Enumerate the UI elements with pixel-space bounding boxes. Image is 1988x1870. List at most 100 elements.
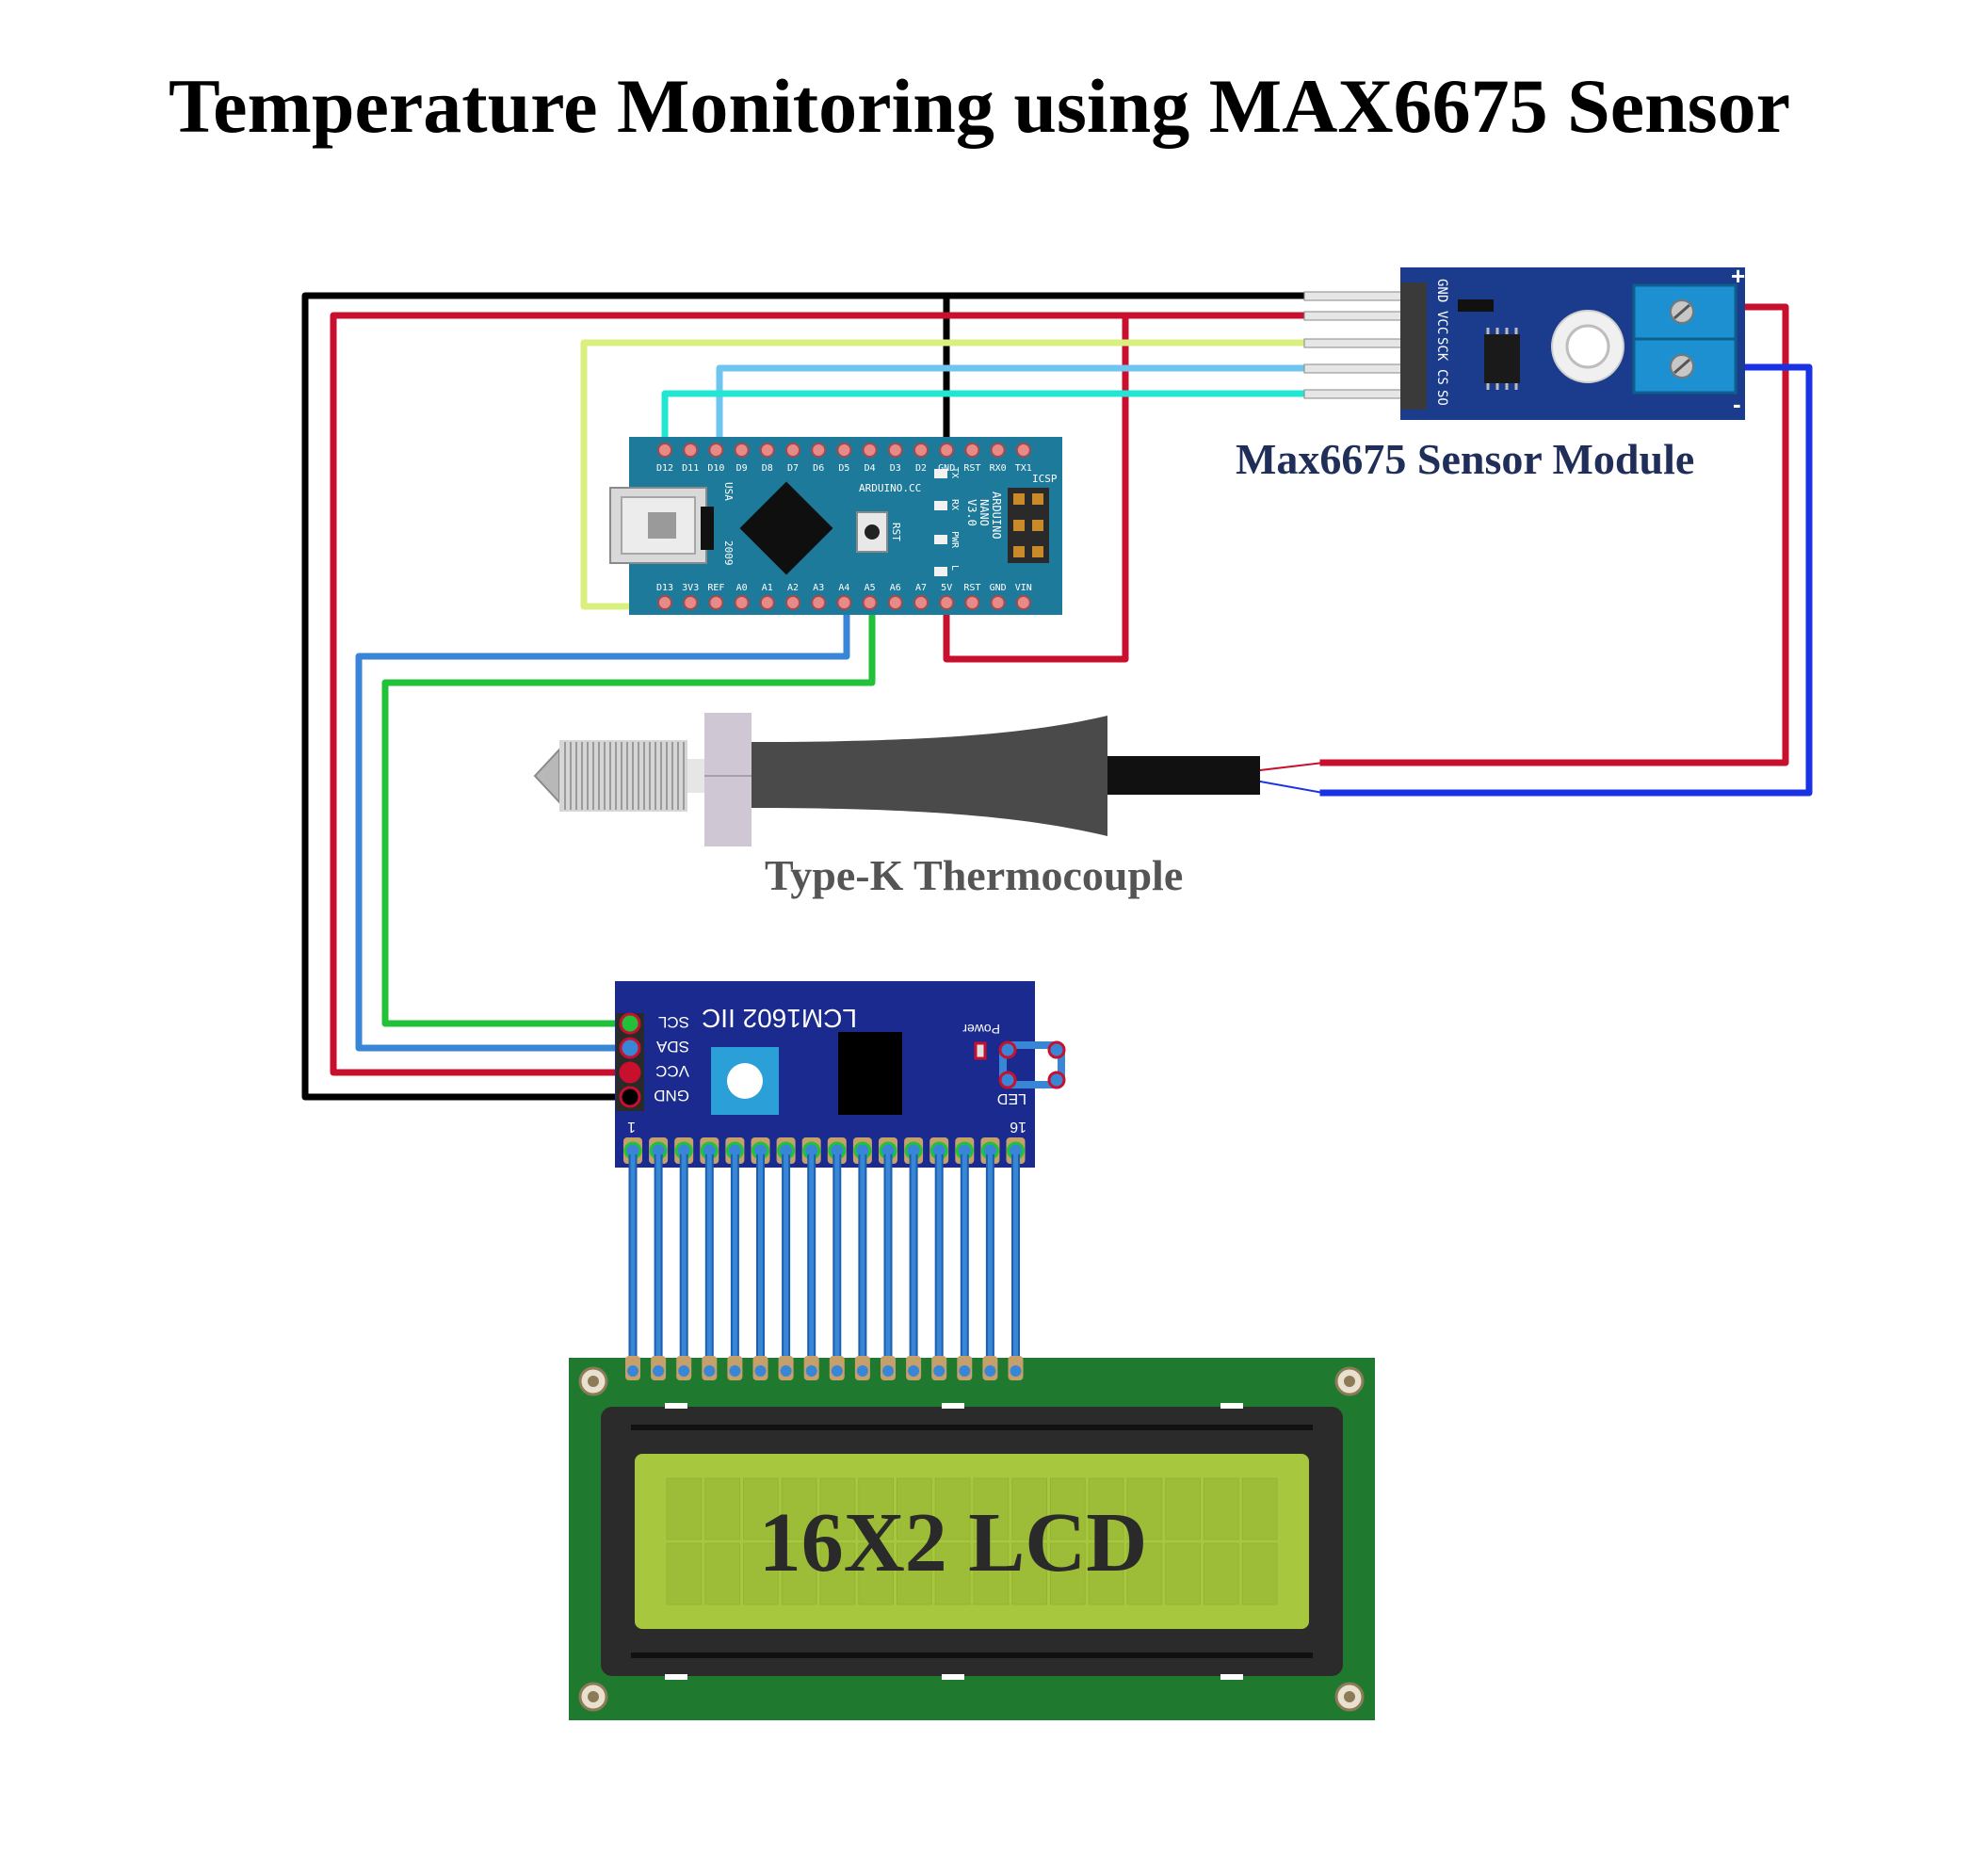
wires — [301, 292, 1813, 1101]
nano-bottom-pin-label: A7 — [915, 583, 927, 593]
nano-bottom-pin-label: A2 — [787, 583, 799, 593]
nano-pin-pad — [990, 595, 1006, 610]
nano-bottom-pin-label: 3V3 — [682, 583, 699, 593]
header-housing — [1400, 282, 1427, 410]
probe-thread-lines — [564, 742, 685, 810]
nano-pin-pad — [862, 443, 878, 458]
sck-wire — [580, 339, 1308, 610]
lcd-header-pin — [933, 1365, 946, 1377]
nano-pin-pad — [657, 443, 672, 458]
svg-text:ARDUINO: ARDUINO — [990, 492, 1003, 540]
nano-bottom-pin-label: A5 — [865, 583, 876, 593]
probe-collar — [687, 759, 704, 793]
nano-pin-pad — [785, 595, 800, 610]
thermocouple-probe — [533, 713, 1260, 846]
lcd-header-pin — [653, 1365, 665, 1377]
thermocouple-label: Type-K Thermocouple — [765, 851, 1183, 899]
nano-pin-pad — [759, 443, 775, 458]
nano-top-pin-label: D5 — [838, 463, 849, 474]
nano-pin-pad — [811, 595, 827, 610]
lcd-header-pin — [959, 1365, 971, 1377]
probe-cable — [1107, 756, 1260, 795]
nano-pin-pad — [964, 443, 980, 458]
cs-wire — [716, 364, 1308, 452]
header-pin — [1303, 291, 1409, 301]
i2c-board — [615, 981, 1035, 1168]
nano-pin-pad — [683, 595, 699, 610]
nano-top-pin-label: D2 — [915, 463, 927, 474]
nano-pin-pad — [1015, 595, 1031, 610]
nano-pin-pad — [887, 595, 903, 610]
i2c-title: LCM1602 IIC — [702, 1004, 857, 1033]
max6675-chip — [1484, 328, 1520, 390]
led-label-rx: RX — [949, 499, 960, 510]
lcd-header-pin — [908, 1365, 920, 1377]
nano-pin-pad — [862, 595, 878, 610]
nano-top-pin-label: D4 — [865, 463, 876, 474]
max6675-pin-labels: GND VCC SCK CS SO — [1434, 279, 1449, 406]
lcd-parallel-bus — [628, 1154, 1020, 1370]
i2c-pin-gnd-label: GND — [654, 1087, 689, 1104]
lcd-header-pin — [627, 1365, 638, 1377]
probe-nut — [704, 713, 752, 846]
nano-leds: TX RX PWR L — [934, 467, 960, 576]
smd-capacitor — [1458, 299, 1494, 312]
lcd-16x2: 16X2 LCD — [569, 1356, 1375, 1720]
lcd-header-pins — [625, 1356, 1024, 1380]
lcd-display-text: 16X2 LCD — [759, 1496, 1148, 1589]
icsp-label: ICSP — [1032, 473, 1058, 485]
nano-bottom-pin-label: A0 — [736, 583, 748, 593]
nano-top-pin-label: D10 — [707, 463, 724, 474]
header-pin — [1303, 338, 1409, 348]
lcd-header-pin — [882, 1365, 894, 1377]
svg-text:NANO: NANO — [978, 499, 991, 526]
led-jumper-label: LED — [997, 1090, 1026, 1106]
i2c-pin-scl-label: SCL — [658, 1013, 689, 1031]
nano-bottom-pin-label: GND — [990, 583, 1007, 593]
i2c-lcd-module: LCM1602 IIC Power SCL SDA VCC GND LED — [615, 981, 1066, 1168]
tc-lead-blue — [1258, 780, 1325, 795]
nano-usa-label: USA — [722, 482, 735, 501]
i2c-power-label: Power — [962, 1022, 1000, 1037]
nano-pin-pad — [734, 443, 750, 458]
led-label-tx: TX — [949, 467, 960, 478]
nano-top-pin-label: RST — [963, 463, 980, 474]
microcontroller-chip — [739, 481, 833, 575]
lcd-mounting-holes — [578, 1366, 1365, 1712]
nano-bottom-pin-label: A3 — [813, 583, 824, 593]
nano-pin-pad — [785, 443, 800, 458]
nano-pin-pad — [759, 595, 775, 610]
max6675-header-pins — [1303, 291, 1409, 399]
so-wire — [661, 390, 1308, 452]
terminal-plus-label: + — [1731, 262, 1745, 290]
nano-top-pin-label: TX1 — [1015, 463, 1032, 474]
max6675-module-label: Max6675 Sensor Module — [1236, 435, 1694, 483]
tc-lead-red — [1258, 761, 1325, 772]
nano-top-pin-label: GND — [938, 463, 955, 474]
nano-year-label: 2009 — [722, 540, 735, 566]
svg-text:V3.0: V3.0 — [965, 499, 978, 526]
nano-pin-pad — [939, 443, 955, 458]
pin-label-so: SO — [1434, 390, 1449, 406]
lcd-header-pin — [780, 1365, 792, 1377]
nano-bottom-pin-label: A1 — [762, 583, 773, 593]
nano-bottom-pin-label: A4 — [838, 583, 849, 593]
vcc-wire — [943, 312, 1308, 663]
scl-wire — [381, 599, 876, 1027]
terminal-block — [1632, 283, 1737, 395]
nano-pin-pad — [708, 595, 724, 610]
usb-port — [609, 487, 714, 564]
icsp-header — [1008, 488, 1049, 563]
nano-pin-pad — [836, 443, 852, 458]
nano-pin-pad — [836, 595, 852, 610]
probe-tip — [533, 747, 560, 805]
lcd-header-pin — [678, 1365, 690, 1377]
nano-top-pin-label: D12 — [656, 463, 673, 474]
lcd-character-grid — [666, 1477, 1278, 1605]
lcd-header-pin — [754, 1365, 767, 1377]
nano-bottom-pin-label: 5V — [941, 583, 952, 593]
header-pin — [1303, 311, 1409, 321]
pin-label-vcc: VCC — [1434, 311, 1449, 334]
